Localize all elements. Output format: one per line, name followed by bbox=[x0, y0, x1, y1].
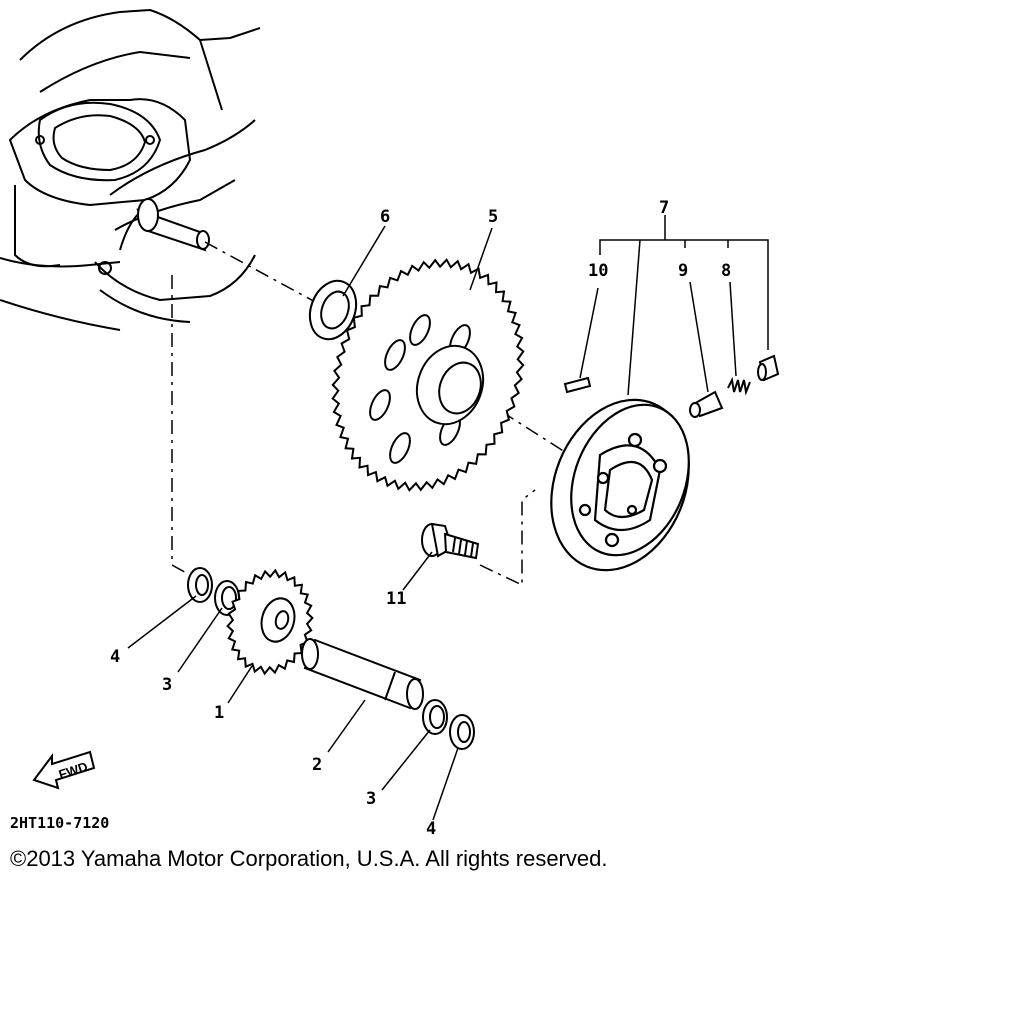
callout-3-lower: 3 bbox=[366, 789, 376, 809]
diagram-part-code: 2HT110-7120 bbox=[10, 814, 109, 832]
callout-2: 2 bbox=[312, 755, 322, 775]
callout-4-lower: 4 bbox=[426, 819, 436, 839]
part-10-pin bbox=[563, 376, 592, 394]
part-2-shaft bbox=[301, 638, 424, 710]
callout-11: 11 bbox=[386, 589, 406, 609]
crankshaft-stub bbox=[136, 198, 210, 252]
part-5-idler-gear bbox=[331, 258, 525, 492]
callout-leaders bbox=[127, 215, 769, 821]
callout-1: 1 bbox=[214, 703, 224, 723]
callout-7: 7 bbox=[659, 198, 669, 218]
crankcase-outline bbox=[0, 9, 261, 331]
gear-hole bbox=[389, 432, 411, 464]
copyright-notice: ©2013 Yamaha Motor Corporation, U.S.A. A… bbox=[10, 846, 608, 871]
part-8-spring bbox=[727, 376, 751, 396]
callout-labels: 6 5 7 10 9 8 11 4 3 1 2 3 4 bbox=[110, 198, 731, 839]
part-4-circlip-upper bbox=[187, 567, 213, 603]
gear-hole bbox=[384, 339, 406, 371]
spring-cap bbox=[757, 354, 780, 382]
part-11-bolt bbox=[421, 522, 480, 560]
fwd-arrow-icon: FWD bbox=[32, 750, 96, 790]
callout-5: 5 bbox=[488, 207, 498, 227]
gear-hole bbox=[369, 389, 391, 421]
callout-4-upper: 4 bbox=[110, 647, 120, 667]
callout-3-upper: 3 bbox=[162, 675, 172, 695]
part-3-washer-lower bbox=[422, 699, 448, 735]
part-9-plunger bbox=[689, 390, 724, 418]
part-4-circlip-lower bbox=[449, 714, 475, 750]
part-1-small-gear bbox=[226, 568, 314, 676]
gear-bore bbox=[274, 610, 290, 630]
callout-8: 8 bbox=[721, 261, 731, 281]
part-7-starter-clutch bbox=[550, 398, 690, 572]
part-6-washer bbox=[308, 279, 358, 341]
callout-10: 10 bbox=[588, 261, 608, 281]
callout-6: 6 bbox=[380, 207, 390, 227]
gear-hole bbox=[409, 314, 431, 346]
gear-hub-inner bbox=[438, 361, 482, 415]
callout-9: 9 bbox=[678, 261, 688, 281]
